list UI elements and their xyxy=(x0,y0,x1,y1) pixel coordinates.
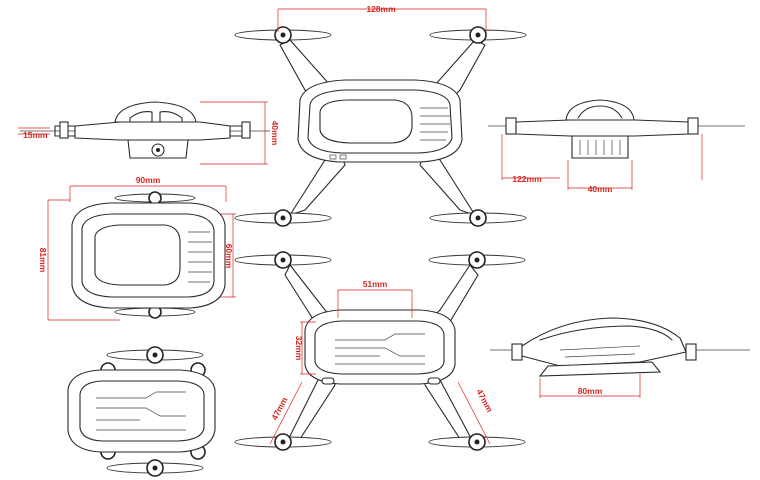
folded-top-view-drone xyxy=(71,191,226,319)
dim-bottom-width: 51mm xyxy=(337,279,413,318)
dim-top-span: 128mm xyxy=(277,4,487,32)
dim-side-prop: 15mm xyxy=(18,127,50,140)
dim-front-body: 40mm xyxy=(567,160,633,194)
label-40mm-front: 40mm xyxy=(588,184,613,194)
label-80mm: 80mm xyxy=(578,386,603,396)
side-view-drone xyxy=(20,101,270,159)
dim-body-width-outer: 81mm xyxy=(38,199,120,321)
top-view-drone xyxy=(234,26,527,227)
label-128mm: 128mm xyxy=(366,4,396,14)
label-90mm: 90mm xyxy=(136,175,161,185)
dim-bottom-length: 32mm xyxy=(294,321,316,375)
bottom-view-drone xyxy=(234,251,526,451)
folded-underside-drone xyxy=(67,346,216,477)
label-51mm: 51mm xyxy=(363,279,388,289)
label-47mm-left: 47mm xyxy=(269,395,290,422)
label-122mm: 122mm xyxy=(512,174,542,184)
dim-body-width-inner: 60mm xyxy=(220,213,236,298)
label-47mm-right: 47mm xyxy=(474,387,495,414)
dim-body-length: 90mm xyxy=(69,175,227,202)
label-60mm: 60mm xyxy=(224,244,234,269)
label-40mm-side: 40mm xyxy=(270,121,280,146)
label-32mm: 32mm xyxy=(294,336,304,361)
dim-front-span: 122mm xyxy=(501,134,703,184)
dim-profile-length: 80mm xyxy=(539,374,641,398)
label-15mm: 15mm xyxy=(23,130,48,140)
dim-side-height: 40mm xyxy=(200,101,280,165)
front-view-drone xyxy=(488,99,745,159)
profile-view-drone xyxy=(490,317,750,377)
label-81mm: 81mm xyxy=(38,248,48,273)
